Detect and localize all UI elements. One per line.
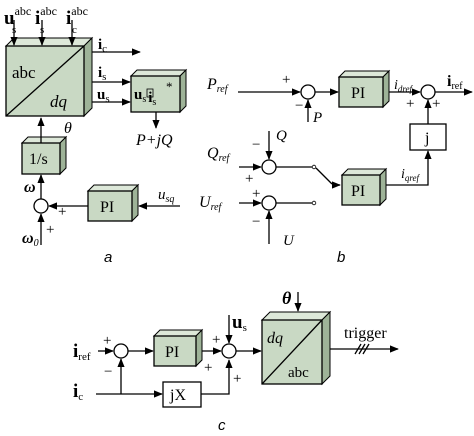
omega0-label: ω0 bbox=[22, 230, 39, 249]
p-sum-plus: + bbox=[282, 72, 290, 88]
c-sum1-plus: + bbox=[103, 333, 111, 349]
iref-sum-plus-bottom: + bbox=[432, 96, 440, 112]
pref-label: Pref bbox=[206, 76, 229, 95]
input-ic-sub: c bbox=[72, 24, 77, 36]
pi-block-b-bottom: PI bbox=[340, 167, 388, 207]
output-is: is bbox=[98, 65, 106, 83]
pi-label-c: PI bbox=[165, 344, 179, 361]
transform-dq-label-c: dq bbox=[267, 330, 283, 347]
p-feedback-label: P bbox=[312, 110, 322, 126]
iref-output: iref bbox=[447, 73, 463, 92]
c-sum2-plus-top: + bbox=[212, 332, 220, 348]
input-us-sub: s bbox=[12, 24, 16, 36]
iref-sum-plus-left: + bbox=[406, 96, 414, 112]
omega-sum-plus-bottom: + bbox=[46, 222, 54, 238]
pi-label-b-bottom: PI bbox=[351, 183, 365, 200]
j-label: j bbox=[424, 130, 429, 147]
p-sum-minus: − bbox=[295, 98, 303, 114]
pi-label-a: PI bbox=[100, 199, 114, 216]
power-output: P+jQ bbox=[135, 132, 173, 149]
c-sum1-minus: − bbox=[104, 364, 112, 380]
transform-abc-label: abc bbox=[12, 63, 36, 82]
usq-label: usq bbox=[158, 187, 174, 205]
transform-abc-label-c: abc bbox=[288, 365, 309, 381]
q-sum-plus: + bbox=[245, 171, 253, 187]
omega-label: ω bbox=[24, 179, 36, 196]
input-is-abc: iabc bbox=[35, 4, 57, 29]
caption-b: b bbox=[337, 249, 345, 266]
qref-label: Qref bbox=[207, 145, 231, 164]
u-sum-plus: + bbox=[252, 186, 260, 202]
jx-label: jX bbox=[169, 387, 186, 404]
pi-label-b-top: PI bbox=[351, 85, 365, 102]
three-phase-marks bbox=[354, 343, 370, 355]
u-feedback-label: U bbox=[283, 233, 295, 249]
idref-label: idref bbox=[394, 78, 414, 94]
caption-a: a bbox=[104, 249, 112, 266]
uref-label: Uref bbox=[199, 194, 223, 213]
c-sum2-plus-left: + bbox=[204, 360, 212, 376]
caption-c: c bbox=[218, 417, 226, 434]
u-sum bbox=[261, 195, 277, 211]
pi-block-a: PI bbox=[86, 183, 140, 223]
integrator-block: 1/s bbox=[20, 135, 68, 176]
omega-sum-plus-right: + bbox=[58, 204, 66, 220]
c-sum-voltage bbox=[221, 343, 237, 359]
output-ic: ic bbox=[98, 37, 107, 55]
panel-b: Pref + − P PI idref + + iref j Q − Qref … bbox=[199, 69, 473, 266]
panel-c: iref + − ic PI + jX + us + dq bbox=[73, 288, 399, 434]
p-sum bbox=[300, 84, 316, 100]
c-sum-error bbox=[113, 343, 129, 359]
c-sum2-plus-bottom: + bbox=[233, 371, 241, 387]
iref-input: iref bbox=[73, 341, 91, 363]
dq-abc-transform-block: dq abc bbox=[260, 310, 332, 386]
iqref-label: iqref bbox=[401, 167, 421, 183]
trigger-output: trigger bbox=[344, 325, 387, 342]
theta-label: θ bbox=[64, 120, 72, 137]
q-feedback-label: Q bbox=[276, 128, 287, 144]
ic-input: ic bbox=[73, 381, 83, 403]
us-input: us bbox=[232, 312, 247, 334]
transform-dq-label: dq bbox=[50, 92, 68, 111]
input-is-sub: s bbox=[40, 24, 44, 36]
integrator-label: 1/s bbox=[29, 151, 48, 168]
power-calc-conj: * bbox=[166, 79, 173, 94]
q-sum-minus: − bbox=[252, 137, 260, 153]
input-ic-abc: iabc bbox=[66, 4, 88, 29]
input-us-abc: uabc bbox=[4, 4, 31, 29]
pi-block-c: PI bbox=[152, 328, 204, 368]
jx-block bbox=[162, 381, 202, 408]
u-sum-minus: − bbox=[252, 214, 260, 230]
abc-dq-transform-block: abc dq bbox=[4, 36, 94, 118]
omega-sum bbox=[33, 198, 49, 214]
output-us: us bbox=[97, 87, 110, 105]
theta-input-c: θ bbox=[282, 288, 292, 308]
pi-block-b-top: PI bbox=[337, 69, 391, 109]
mode-switch bbox=[315, 167, 333, 185]
q-sum bbox=[261, 159, 277, 175]
